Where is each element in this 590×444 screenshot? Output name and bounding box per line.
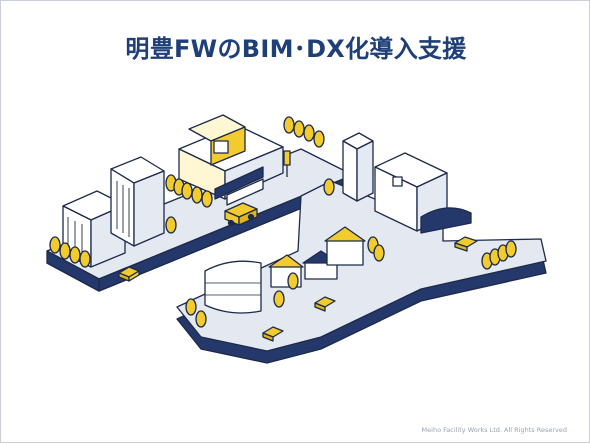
car-icon [314, 296, 336, 312]
car-icon [118, 266, 140, 282]
apartment-block [204, 260, 262, 314]
trees [49, 116, 517, 328]
parking-sign [283, 150, 291, 177]
tall-office-right [342, 132, 374, 202]
car-icon [454, 236, 478, 252]
slide-title: 明豊FWのBIM･DX化導入支援 [125, 35, 467, 63]
car-icon [262, 326, 284, 342]
right-platform [176, 180, 547, 364]
truck-icon [224, 202, 258, 227]
hospital-building [374, 152, 472, 234]
store-building [178, 114, 284, 206]
hospital-cross-sign-icon [392, 176, 403, 187]
copyright-notice: Meiho Facility Works Ltd. All Rights Res… [421, 426, 567, 434]
office-tower-center [110, 156, 165, 247]
store-cart-sign-icon [213, 140, 229, 154]
